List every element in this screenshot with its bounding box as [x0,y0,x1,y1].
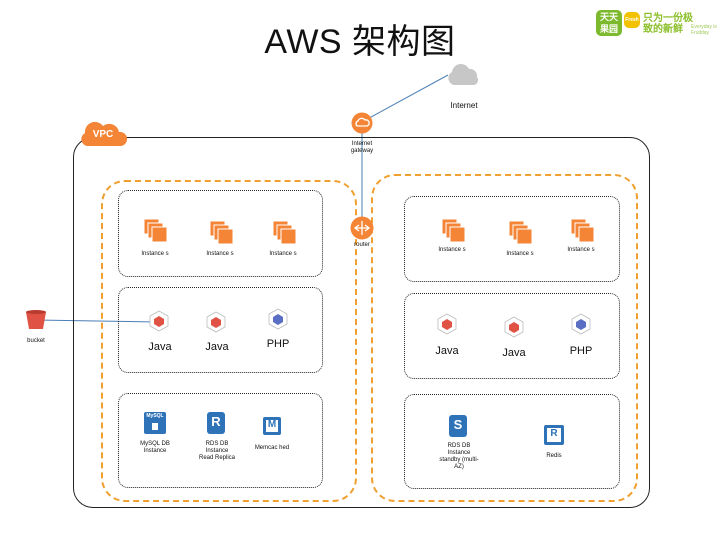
instance-label: Instance s [269,251,297,257]
s3-bucket-icon[interactable] [25,310,47,330]
php-server-icon[interactable] [570,313,592,335]
redis-label: Redis [546,453,562,459]
brand-slogan-sub: Everyday is Fruitday [691,24,717,36]
instance-label: Instance s [438,247,466,253]
mysql-label: MySQL DB Instance [140,441,170,454]
redis-icon-text: R [550,428,558,439]
vpc-cloud-icon [81,121,128,146]
redis-icon[interactable] [543,424,565,446]
right-instances-group [404,196,620,282]
left-data-group [118,393,323,488]
java-server-icon[interactable] [205,311,227,333]
ec2-instances-icon[interactable] [272,220,298,246]
mysql-icon-text: MySQL [146,413,164,419]
instance-label: Instance s [206,251,234,257]
java-server-icon[interactable] [436,313,458,335]
brand-slogan: 只为一份极致的新鲜 [643,13,693,35]
app-label: Java [435,345,459,357]
ec2-instances-icon[interactable] [508,220,534,246]
right-app-group [404,293,620,379]
rds-standby-icon-text: S [453,417,463,432]
brand-badge: 天天果园 [596,10,622,36]
rds-replica-label: RDS DB Instance Read Replica [198,441,236,461]
ec2-instances-icon[interactable] [209,220,235,246]
mysql-db-icon[interactable] [143,411,167,435]
vpc-container [73,137,650,508]
gateway-label: Internet gateway [350,141,374,154]
memcached-label: Memcac hed [254,445,290,451]
app-label: PHP [569,345,593,357]
rds-standby-icon[interactable] [448,414,468,438]
java-server-icon[interactable] [148,310,170,332]
app-label: Java [148,341,172,353]
app-label: Java [205,341,229,353]
rds-read-replica-icon[interactable] [206,411,226,435]
vpc-label: VPC [92,129,114,140]
left-instances-group [118,190,323,277]
ec2-instances-icon[interactable] [441,218,467,244]
memcached-icon[interactable] [262,416,282,436]
ec2-instances-icon[interactable] [143,218,169,244]
instance-label: Instance s [567,247,595,253]
instance-label: Instance s [506,251,534,257]
php-server-icon[interactable] [267,308,289,330]
app-label: PHP [266,338,290,350]
bucket-link-line [35,319,158,323]
availability-zone-right [371,174,638,502]
bucket-label: bucket [27,338,45,344]
instance-label: Instance s [141,251,169,257]
rds-standby-label: RDS DB Instance standby (multi-AZ) [439,443,479,470]
page-title: AWS 架构图 [264,23,456,61]
memcached-icon-text: M [267,419,277,430]
rds-replica-icon-text: R [211,414,221,429]
left-app-group [118,287,323,373]
right-data-group [404,394,620,489]
router-label: router [354,242,370,248]
availability-zone-left [101,180,357,502]
router-icon[interactable] [350,216,374,240]
brand-mini-badge: Fresh [624,12,640,28]
internet-link-line [361,74,449,123]
cloud-icon [448,64,479,85]
java-server-icon[interactable] [503,316,525,338]
internet-gateway-icon[interactable] [351,112,373,134]
ec2-instances-icon[interactable] [570,218,596,244]
internet-label: Internet [450,101,478,110]
app-label: Java [502,347,526,359]
